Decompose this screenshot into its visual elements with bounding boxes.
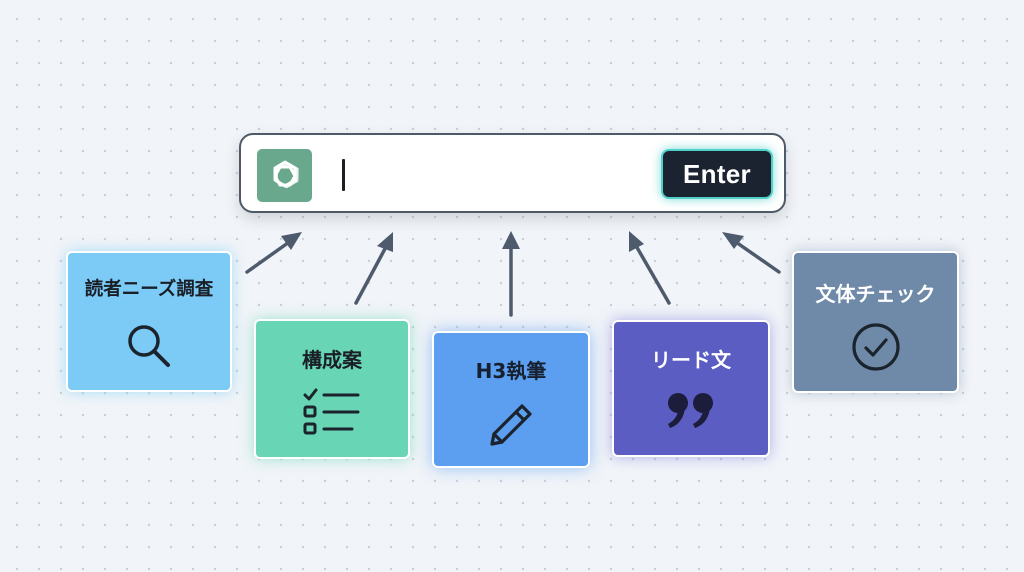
step-label: 構成案: [302, 348, 362, 372]
text-cursor[interactable]: [342, 159, 345, 191]
step-label: 文体チェック: [815, 282, 936, 306]
checklist-icon: [302, 387, 362, 441]
chatgpt-logo-icon: [257, 149, 312, 202]
search-icon: [124, 321, 174, 371]
quote-icon: [663, 383, 719, 433]
step-card-style-check[interactable]: 文体チェック: [792, 251, 959, 393]
step-card-lead[interactable]: リード文: [612, 320, 770, 457]
step-label: リード文: [651, 348, 731, 372]
step-card-reader-research[interactable]: 読者ニーズ調査: [66, 251, 232, 392]
arrow-h3: [502, 231, 520, 317]
arrow-lead: [629, 231, 671, 305]
step-label: 読者ニーズ調査: [84, 279, 214, 300]
arrow-outline: [354, 232, 393, 305]
arrow-style: [722, 232, 781, 274]
pencil-icon: [484, 398, 538, 452]
arrow-research: [245, 232, 302, 274]
step-card-outline[interactable]: 構成案: [254, 319, 410, 459]
step-label: H3執筆: [475, 359, 547, 383]
enter-button[interactable]: Enter: [661, 149, 773, 199]
step-card-h3-writing[interactable]: H3執筆: [432, 331, 590, 468]
prompt-bar[interactable]: Enter: [239, 133, 786, 213]
check-circle-icon: [850, 321, 902, 373]
